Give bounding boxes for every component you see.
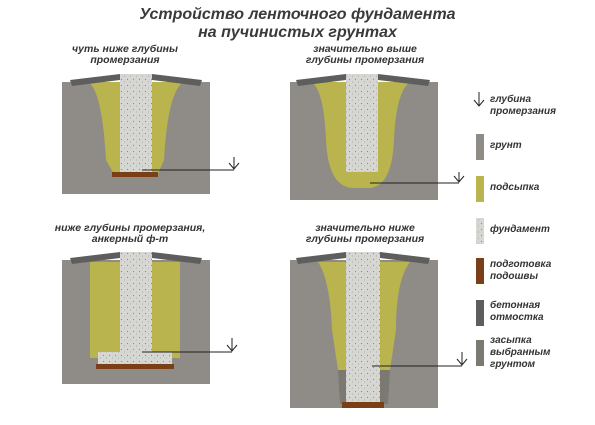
legend-frost-depth-line-2: промерзания (490, 106, 556, 117)
diagram-title: Устройство ленточного фундамента на пучи… (0, 6, 595, 42)
panel-4-label: значительно ниже глубины промерзания (285, 223, 445, 245)
legend-frost-depth-label: глубина промерзания (490, 94, 556, 118)
blind-area-left (296, 74, 346, 86)
panel-1-label-line-2: промерзания (90, 54, 160, 66)
frost-depth-arrow (228, 157, 240, 170)
panel-4-label-line-2: глубины промерзания (305, 233, 425, 245)
legend-blind-area-line-2: отмостка (490, 312, 544, 323)
legend-base-preparation-line-1: подготовка (490, 259, 552, 270)
panel-2-label: значительно выше глубины промерзания (280, 44, 450, 66)
legend-backfill-line-2: выбранным (490, 347, 551, 358)
title-line-1: Устройство ленточного фундамента (139, 6, 456, 23)
foundation (346, 252, 380, 402)
blind-area-left (70, 74, 120, 86)
panel-1-label: чуть ниже глубины промерзания (50, 44, 200, 66)
legend-foundation-label: фундамент (490, 224, 550, 235)
legend-backfill-line-1: засыпка (490, 335, 532, 346)
legend-swatch-base-preparation (476, 258, 484, 284)
legend-blind-area-label: бетонная отмостка (490, 300, 544, 324)
frost-depth-arrow (453, 172, 465, 183)
panel-3-label-line-2: анкерный ф-т (91, 233, 169, 245)
legend-swatch-soil (476, 134, 484, 160)
blind-area-right (152, 252, 202, 264)
panel-1-label-line-1: чуть ниже глубины (72, 43, 178, 55)
frost-depth-legend-arrow (473, 92, 485, 107)
legend-blind-area-line-1: бетонная (490, 300, 541, 311)
legend-base-preparation-line-2: подошвы (490, 271, 538, 282)
base-preparation (96, 364, 174, 369)
panel-1-diagram (62, 74, 240, 194)
frost-depth-arrow (226, 338, 238, 352)
frost-depth-arrow (456, 352, 468, 366)
base-preparation (342, 402, 384, 408)
legend-swatch-backfill (476, 340, 484, 366)
foundation (120, 252, 152, 354)
panel-2-label-line-2: глубины промерзания (305, 54, 425, 66)
legend-base-preparation-label: подготовка подошвы (490, 259, 551, 283)
legend-swatch-blind-area (476, 300, 484, 326)
panel-3-label-line-1: ниже глубины промерзания, (54, 222, 206, 234)
blind-area-left (70, 252, 120, 264)
base-preparation (112, 172, 158, 177)
foundation-anchor (98, 352, 172, 364)
legend-frost-depth-line-1: глубина (490, 94, 532, 105)
panel-3-diagram (62, 252, 238, 384)
panel-2-label-line-1: значительно выше (313, 43, 417, 55)
legend-backfill-label: засыпка выбранным грунтом (490, 335, 550, 371)
legend-soil-label: грунт (490, 140, 522, 151)
blind-area-left (296, 252, 346, 264)
panel-2-diagram (290, 74, 465, 200)
panel-3-label: ниже глубины промерзания, анкерный ф-т (20, 223, 240, 245)
legend-backfill-line-3: грунтом (490, 359, 536, 370)
blind-area-right (378, 74, 430, 86)
blind-area-right (152, 74, 202, 86)
legend-swatch-sand (476, 176, 484, 202)
legend-sand-label: подсыпка (490, 182, 540, 193)
title-line-2: на пучинистых грунтах (198, 24, 397, 41)
legend (473, 92, 485, 366)
legend-swatch-foundation (476, 218, 484, 244)
foundation (120, 74, 152, 172)
panel-4-label-line-1: значительно ниже (315, 222, 415, 234)
panel-4-diagram (290, 252, 468, 408)
foundation (346, 74, 378, 172)
blind-area-right (380, 252, 430, 264)
